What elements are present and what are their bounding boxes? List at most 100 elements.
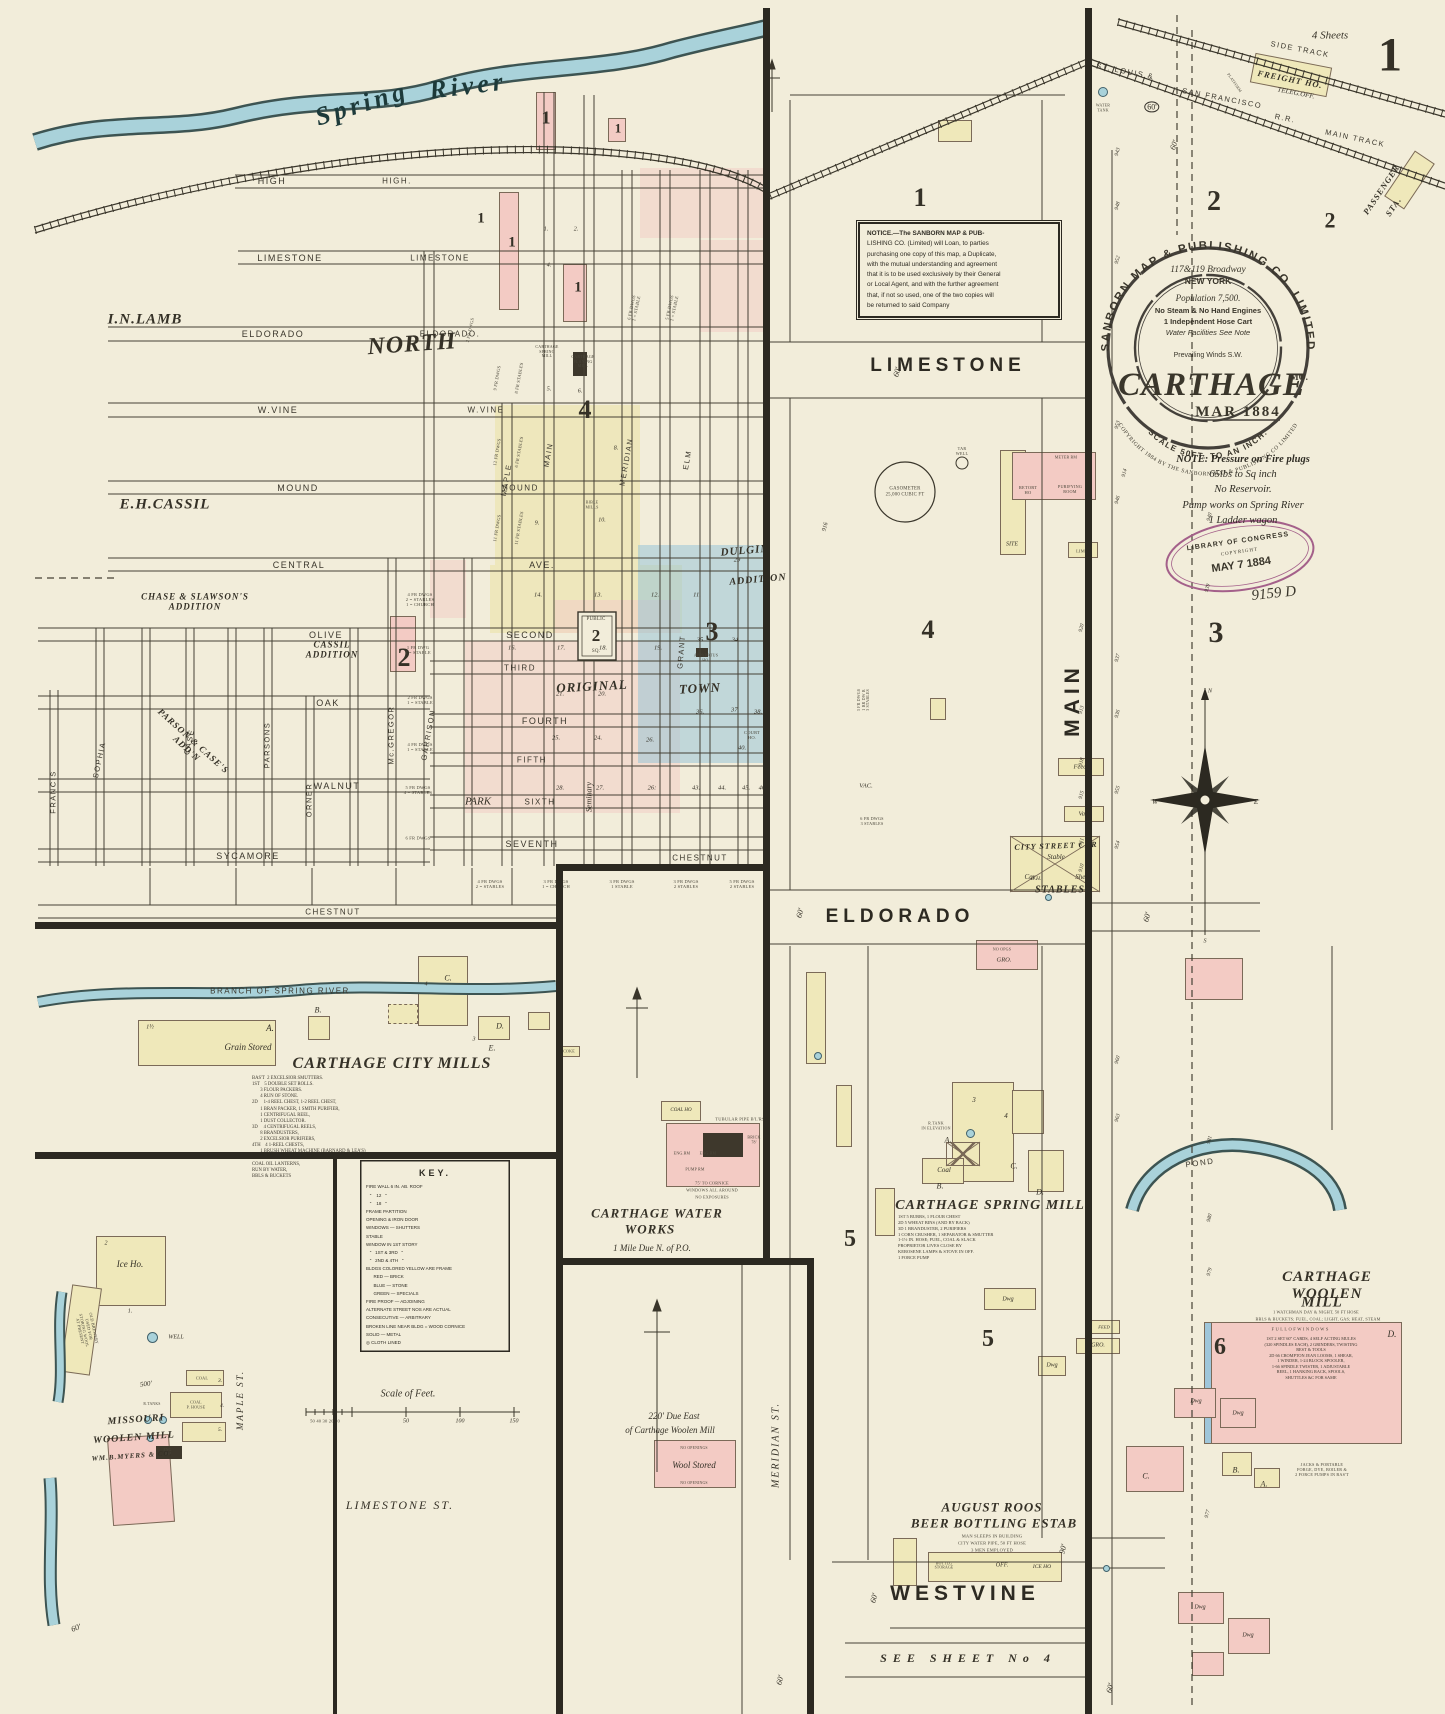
map-label: 955 xyxy=(1113,785,1122,795)
gasometer xyxy=(874,456,969,523)
building-footprint xyxy=(608,118,626,142)
list-line: NOTICE.—The SANBORN MAP & PUB- xyxy=(867,230,985,237)
list-line: 1 DUST COLLECTOR. xyxy=(252,1118,306,1124)
map-label: of Carthage Woolen Mill xyxy=(625,1424,715,1435)
map-label: Dwg xyxy=(1242,1632,1254,1639)
map-label: 3 FR DWGS 2 STABLES xyxy=(673,878,699,889)
scale-150: 150 xyxy=(509,1418,519,1425)
map-label: MAIN TRACK xyxy=(1324,127,1386,149)
list-line: 2D 5 WHEAT BINS (AND BY BACK) xyxy=(898,1219,970,1225)
map-label: 913 xyxy=(1077,705,1086,715)
map-label: 3 FR DWGS 1 STABLE xyxy=(609,878,635,889)
svg-text:SANBORN MAP & PUBLISHING CO. L: SANBORN MAP & PUBLISHING CO. LIMITED xyxy=(1100,240,1316,352)
building-footprint xyxy=(186,1370,224,1386)
building-footprint xyxy=(96,1236,166,1306)
sanborn-stamp: SANBORN MAP & PUBLISHING CO. LIMITED SCA… xyxy=(1100,240,1316,478)
map-label: ENG.RM xyxy=(673,1150,691,1156)
water-feature xyxy=(146,1434,154,1442)
map-label: 946 xyxy=(1113,495,1122,505)
map-label: GARRISON xyxy=(419,708,438,762)
map-label: 37. xyxy=(730,706,740,714)
map-label: 4 FR DWGS 2 = STABLES 1 = CHURCH xyxy=(405,592,435,608)
map-label: 977 xyxy=(1203,1509,1212,1519)
map-label: 25. xyxy=(551,734,561,742)
map-label: ENG.RM xyxy=(699,1150,717,1156)
list-line: PROPRIETOR LIVES CLOSE BY xyxy=(898,1243,963,1249)
map-label: 981 xyxy=(1205,1135,1214,1145)
block-number: 2 xyxy=(1324,207,1336,233)
map-label: B. xyxy=(1232,1465,1240,1475)
carthage-water-works-label: WORKS xyxy=(624,1221,676,1237)
carthage-spring-mill-label: CARTHAGE SPRING MILL xyxy=(895,1197,1085,1213)
railroad xyxy=(33,18,1445,234)
panel-border xyxy=(1085,8,1092,1714)
map-label: STABLES xyxy=(1035,884,1085,896)
block-tint xyxy=(640,168,766,238)
list-line: 3D 4 CENTRIFUGAL REELS, xyxy=(252,1124,317,1130)
map-label: 20. xyxy=(597,690,607,698)
list-line: FRAME PARTITION xyxy=(366,1208,407,1214)
map-label: TELEG.OFF. xyxy=(1276,85,1316,101)
map-label: 5 FR DWGS 4 = STABLES xyxy=(403,784,433,795)
list-line: 1-66 SPINDLE TWISTER, 1 ADJUSTABLE xyxy=(1271,1363,1351,1369)
map-label: PARK xyxy=(464,795,492,808)
map-label: W.VINE xyxy=(467,405,505,415)
map-label: 3 MEN EMPLOYED xyxy=(971,1547,1013,1553)
map-label: Grain Stored xyxy=(224,1041,272,1052)
map-label: CITY WATER PIPE, 50 FT HOSE xyxy=(957,1540,1027,1546)
landowner-label: E.H.CASSIL xyxy=(119,496,211,513)
map-label: 17. xyxy=(556,644,566,652)
block-number: 1 xyxy=(574,279,582,296)
map-label: 911 xyxy=(1077,837,1086,847)
map-label: TAR WELL xyxy=(955,446,969,456)
block-number: 1 xyxy=(508,234,516,251)
building-footprint xyxy=(938,120,972,142)
map-label: 2 FR DWGS xyxy=(464,317,475,343)
map-label: 1 Mile Due N. of P.O. xyxy=(613,1242,691,1253)
map-label: A. xyxy=(944,1135,952,1145)
cross-braces xyxy=(945,835,1101,1167)
map-label: N xyxy=(1207,688,1213,695)
list-line: that, if not so used, one of the two cop… xyxy=(867,291,994,299)
spring-river xyxy=(32,19,769,151)
block-number: 2 xyxy=(397,643,411,673)
map-label: C. xyxy=(1142,1471,1150,1481)
map-label: 936 xyxy=(1113,709,1122,719)
building-footprint xyxy=(1228,1618,1270,1654)
map-label: NO OPGS xyxy=(992,946,1012,952)
list-line: 4 RUN OF STONE. xyxy=(252,1094,299,1100)
water-feature xyxy=(146,1331,158,1343)
map-label: MOUND xyxy=(277,482,319,493)
map-label: SYCAMORE xyxy=(216,850,280,861)
building-footprint xyxy=(1126,1446,1184,1492)
map-label: OFF. xyxy=(995,1562,1009,1569)
addition-label: CASSIL ADDITION xyxy=(305,639,359,660)
map-label: SITE xyxy=(1006,541,1018,548)
list-line: 1 FORCE PUMP xyxy=(898,1254,930,1260)
block-tint xyxy=(700,240,766,332)
map-label: 5. xyxy=(217,1426,223,1433)
map-label: NO EXPOSURES xyxy=(695,1194,729,1200)
building-footprint xyxy=(308,1016,330,1040)
map-label: S xyxy=(1203,938,1207,945)
map-label: A. xyxy=(266,1022,274,1033)
building-footprint xyxy=(478,1016,510,1040)
block-number: 5 xyxy=(982,1326,994,1353)
building-footprint xyxy=(536,92,556,150)
limestone-st-label: LIMESTONE ST. xyxy=(345,1498,455,1513)
building-footprint xyxy=(922,1158,964,1184)
carthage-woolen-mill-label: MILL xyxy=(1301,1294,1343,1311)
map-label: 19. xyxy=(653,644,663,652)
block-number: 1 xyxy=(614,120,622,136)
list-line: 65lbs to Sq inch xyxy=(1209,469,1277,481)
list-line: BROKEN LINE NEAR BLDG = WOOD CORNICE xyxy=(366,1323,466,1329)
westvine-street-label: WESTVINE xyxy=(890,1581,1040,1605)
block-number: 5 xyxy=(844,1226,856,1253)
list-line: 1ST 5 DOUBLE SET ROLLS. xyxy=(252,1082,314,1088)
scale-100: 100 xyxy=(455,1418,465,1425)
list-line: 4TH 4 1-REEL CHESTS, xyxy=(252,1143,305,1149)
building-footprint xyxy=(836,1085,852,1147)
map-label: 918 xyxy=(1077,757,1086,767)
